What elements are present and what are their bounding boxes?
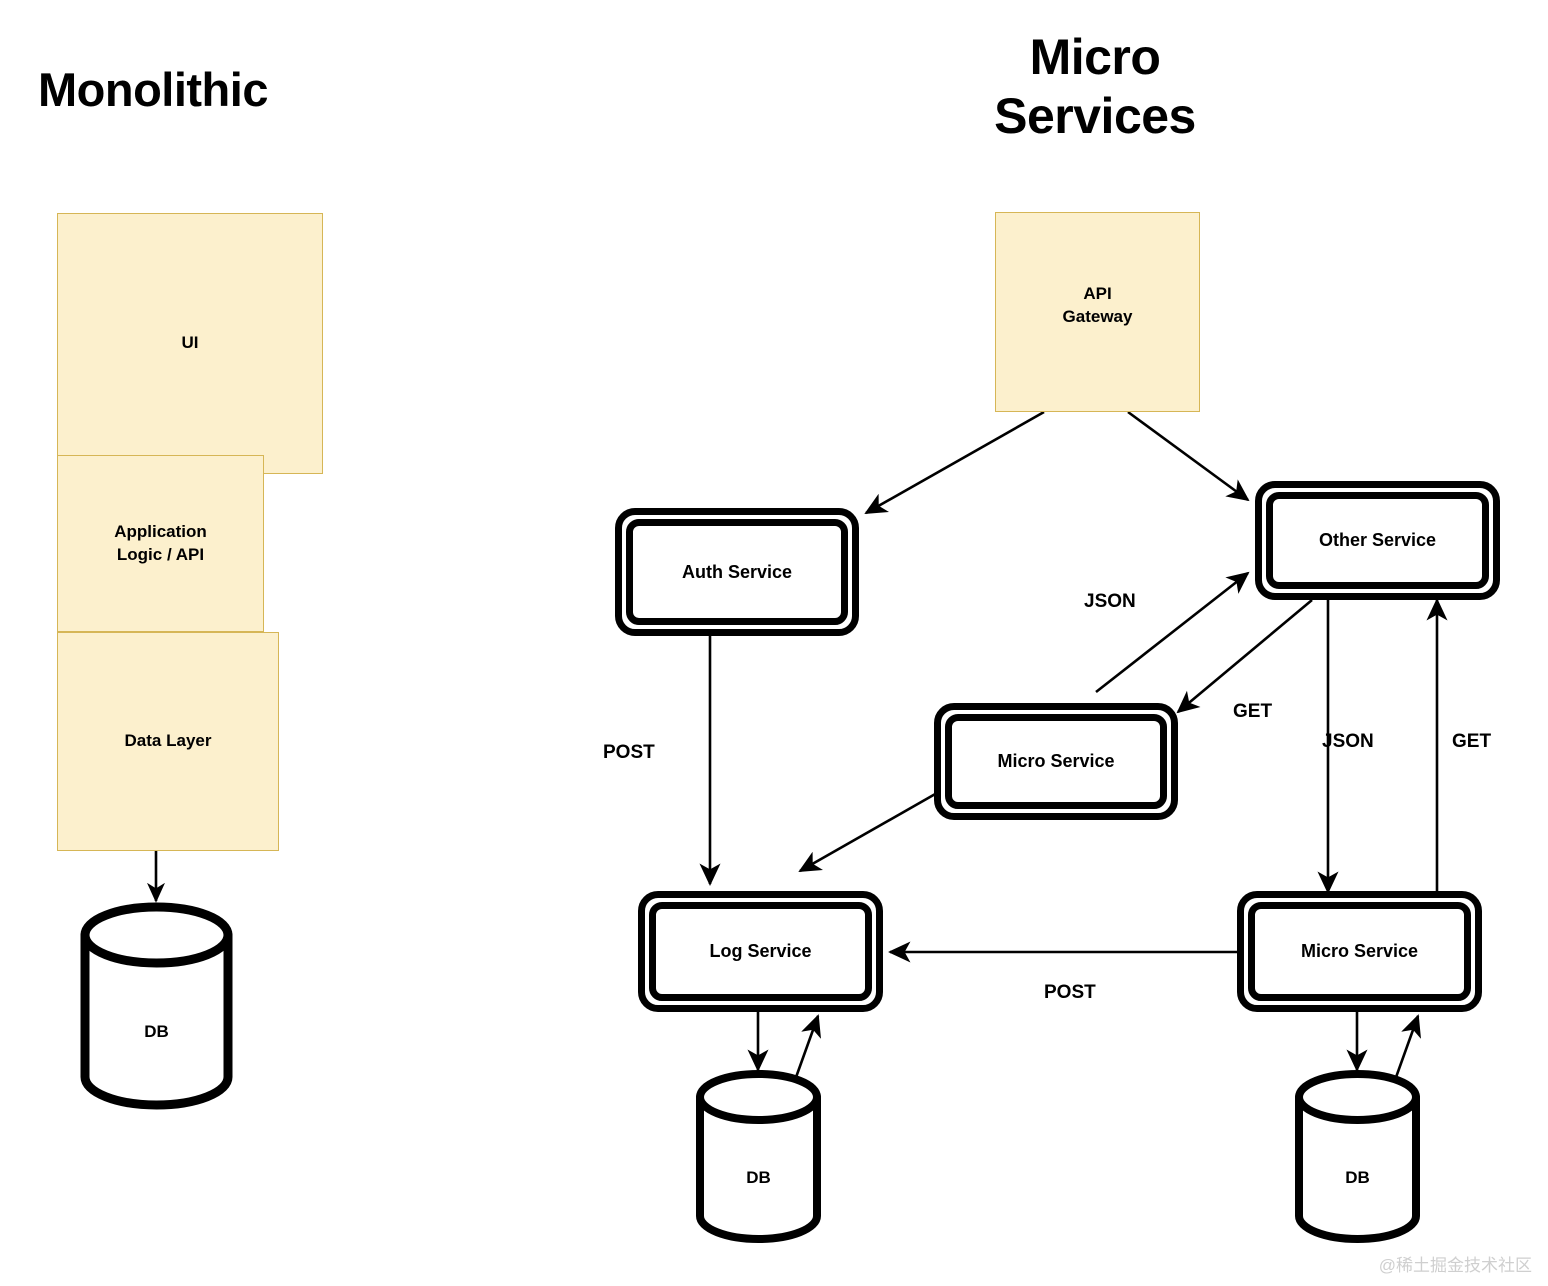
service-log: Log Service — [638, 891, 883, 1012]
monolithic-title: Monolithic — [38, 63, 268, 116]
monolithic-layer-ui-label: UI — [181, 333, 199, 353]
monolithic-database-label: DB — [144, 1022, 169, 1041]
service-auth: Auth Service — [615, 508, 859, 636]
edge-label-post-auth-log: POST — [603, 742, 655, 763]
edge-label-get-microright-other: GET — [1452, 731, 1492, 752]
monolithic-layer-application-logic: Application Logic / API — [57, 455, 264, 632]
edge-other-micro-get — [1176, 599, 1313, 714]
edge-label-get-other-micro: GET — [1233, 701, 1273, 722]
service-log-inner: Log Service — [649, 902, 872, 1001]
edge-gateway-auth — [864, 410, 1045, 515]
service-micro-right: Micro Service — [1237, 891, 1482, 1012]
microservices-title: Micro Services — [994, 29, 1196, 144]
watermark: @稀土掘金技术社区 — [1378, 1256, 1532, 1275]
monolithic-layer-application-logic-label: Application Logic / API — [114, 521, 207, 564]
api-gateway-label: API Gateway — [1062, 284, 1133, 326]
database-cylinder-icon — [696, 1070, 821, 1243]
service-other-label: Other Service — [1318, 530, 1437, 550]
service-micro-center: Micro Service — [934, 703, 1178, 820]
log-database-label: DB — [746, 1168, 771, 1187]
edge-label-json-micro-other: JSON — [1084, 591, 1136, 612]
monolithic-database: DB — [78, 900, 235, 1112]
api-gateway-box: API Gateway — [995, 212, 1200, 412]
database-cylinder-icon — [80, 902, 233, 1110]
service-micro-center-label: Micro Service — [997, 751, 1115, 771]
monolithic-layer-data: Data Layer — [57, 632, 279, 851]
service-micro-right-inner: Micro Service — [1248, 902, 1471, 1001]
service-auth-inner: Auth Service — [626, 519, 848, 625]
service-log-label: Log Service — [709, 941, 812, 961]
edge-label-post-microright-log: POST — [1044, 982, 1096, 1003]
service-micro-center-inner: Micro Service — [945, 714, 1167, 809]
service-auth-label: Auth Service — [681, 561, 793, 582]
service-other-inner: Other Service — [1266, 492, 1489, 589]
edge-label-json-other-microright: JSON — [1322, 731, 1374, 752]
edge-micro-log — [798, 791, 938, 873]
service-other: Other Service — [1255, 481, 1500, 600]
micro-right-database: DB — [1293, 1068, 1422, 1245]
monolithic-layer-data-label: Data Layer — [124, 731, 212, 751]
log-database: DB — [694, 1068, 823, 1245]
database-cylinder-icon — [1295, 1070, 1420, 1243]
service-micro-right-label: Micro Service — [1300, 941, 1419, 961]
edge-gateway-other — [1127, 410, 1250, 502]
micro-right-database-label: DB — [1345, 1168, 1370, 1187]
monolithic-layer-ui: UI — [57, 213, 323, 474]
